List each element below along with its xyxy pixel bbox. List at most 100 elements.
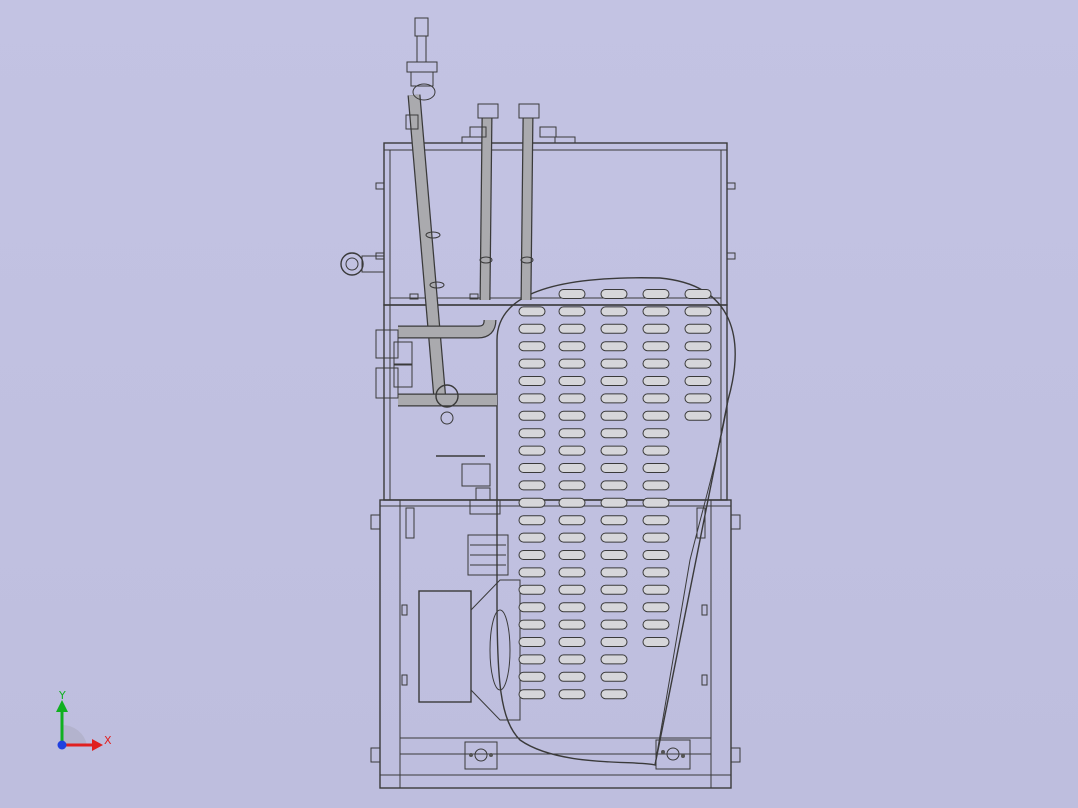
vent-slot — [600, 654, 628, 665]
vent-slot — [642, 445, 670, 456]
vent-slot — [600, 584, 628, 595]
vent-slot — [642, 393, 670, 404]
vent-slot — [558, 584, 586, 595]
vent-slot — [600, 445, 628, 456]
vent-slot — [600, 619, 628, 630]
vent-slot — [518, 567, 546, 578]
vent-slot — [558, 550, 586, 560]
vent-slot — [684, 410, 712, 421]
vent-slot — [600, 497, 628, 508]
vent-slot — [600, 567, 628, 578]
pipe-system[interactable] — [340, 17, 557, 501]
vent-slot — [642, 410, 670, 421]
vent-slot — [642, 358, 670, 369]
vent-slot — [684, 358, 712, 369]
electric-motor[interactable] — [418, 499, 521, 721]
vent-slot — [642, 532, 670, 543]
vent-slot — [642, 428, 670, 439]
vent-slot — [600, 671, 628, 682]
vent-slot — [600, 341, 628, 352]
vent-slot — [600, 602, 628, 613]
vent-slot — [518, 341, 546, 352]
vent-slot — [642, 584, 670, 595]
vent-slot — [684, 341, 712, 352]
vent-slot — [558, 637, 586, 647]
x-axis-label: X — [104, 734, 112, 747]
vent-slot — [518, 463, 546, 473]
vent-slot — [642, 515, 670, 526]
vent-slot — [684, 393, 712, 404]
vent-slot — [558, 393, 586, 404]
vent-slot — [518, 393, 546, 404]
vent-slot — [558, 671, 586, 682]
vent-slot — [600, 480, 628, 491]
vent-slot — [684, 323, 712, 334]
base-frame[interactable] — [370, 304, 741, 789]
vent-slot — [558, 532, 586, 543]
vent-slot — [642, 463, 670, 473]
vent-slot — [642, 480, 670, 491]
vent-slot — [600, 428, 628, 439]
vent-slot — [558, 654, 586, 665]
vent-slot — [518, 654, 546, 665]
vent-slot — [518, 306, 546, 317]
vent-slot — [558, 619, 586, 630]
mounting-foot-left[interactable] — [464, 741, 498, 770]
vent-slot — [558, 515, 586, 526]
vent-slot — [518, 671, 546, 682]
vent-slot — [642, 567, 670, 578]
vent-slot — [642, 323, 670, 334]
vent-slot — [558, 410, 586, 421]
vent-slot — [558, 497, 586, 508]
vent-slot — [642, 497, 670, 508]
vent-slot — [518, 445, 546, 456]
vent-slot — [684, 376, 712, 386]
belt-guard[interactable] — [496, 277, 736, 766]
vent-slot — [600, 358, 628, 369]
vent-slot — [642, 306, 670, 317]
vent-slot — [558, 358, 586, 369]
vent-slot — [518, 358, 546, 369]
vent-slot — [600, 463, 628, 473]
vent-slot — [600, 637, 628, 647]
vent-slot — [558, 306, 586, 317]
vent-slot — [600, 689, 628, 700]
vent-slot — [518, 532, 546, 543]
vent-slot — [558, 567, 586, 578]
vent-slot — [518, 550, 546, 560]
vent-slot — [518, 515, 546, 526]
vent-slot — [600, 289, 628, 299]
vent-slot — [518, 637, 546, 647]
vent-slot — [600, 532, 628, 543]
vent-slot — [642, 637, 670, 647]
vent-slot — [518, 323, 546, 334]
vent-slot — [558, 480, 586, 491]
vent-slot — [642, 619, 670, 630]
vent-slot — [558, 428, 586, 439]
vent-slot — [600, 515, 628, 526]
vent-slots — [518, 289, 712, 700]
vent-slot — [558, 689, 586, 700]
vent-slot — [642, 289, 670, 299]
y-axis-label: Y — [58, 689, 66, 702]
vent-slot — [518, 410, 546, 421]
vent-slot — [684, 289, 712, 299]
vent-slot — [518, 376, 546, 386]
vent-slot — [642, 602, 670, 613]
vent-slot — [518, 619, 546, 630]
vent-slot — [600, 323, 628, 334]
mounting-foot-right[interactable] — [655, 739, 691, 770]
vent-slot — [684, 306, 712, 317]
vent-slot — [558, 463, 586, 473]
vent-slot — [600, 550, 628, 560]
coordinate-triad: Y X — [56, 689, 112, 751]
vent-slot — [642, 341, 670, 352]
vent-slot — [518, 428, 546, 439]
vent-slot — [558, 602, 586, 613]
vent-slot — [600, 376, 628, 386]
vent-slot — [518, 689, 546, 700]
vent-slot — [558, 341, 586, 352]
vent-slot — [642, 550, 670, 560]
vent-slot — [518, 497, 546, 508]
